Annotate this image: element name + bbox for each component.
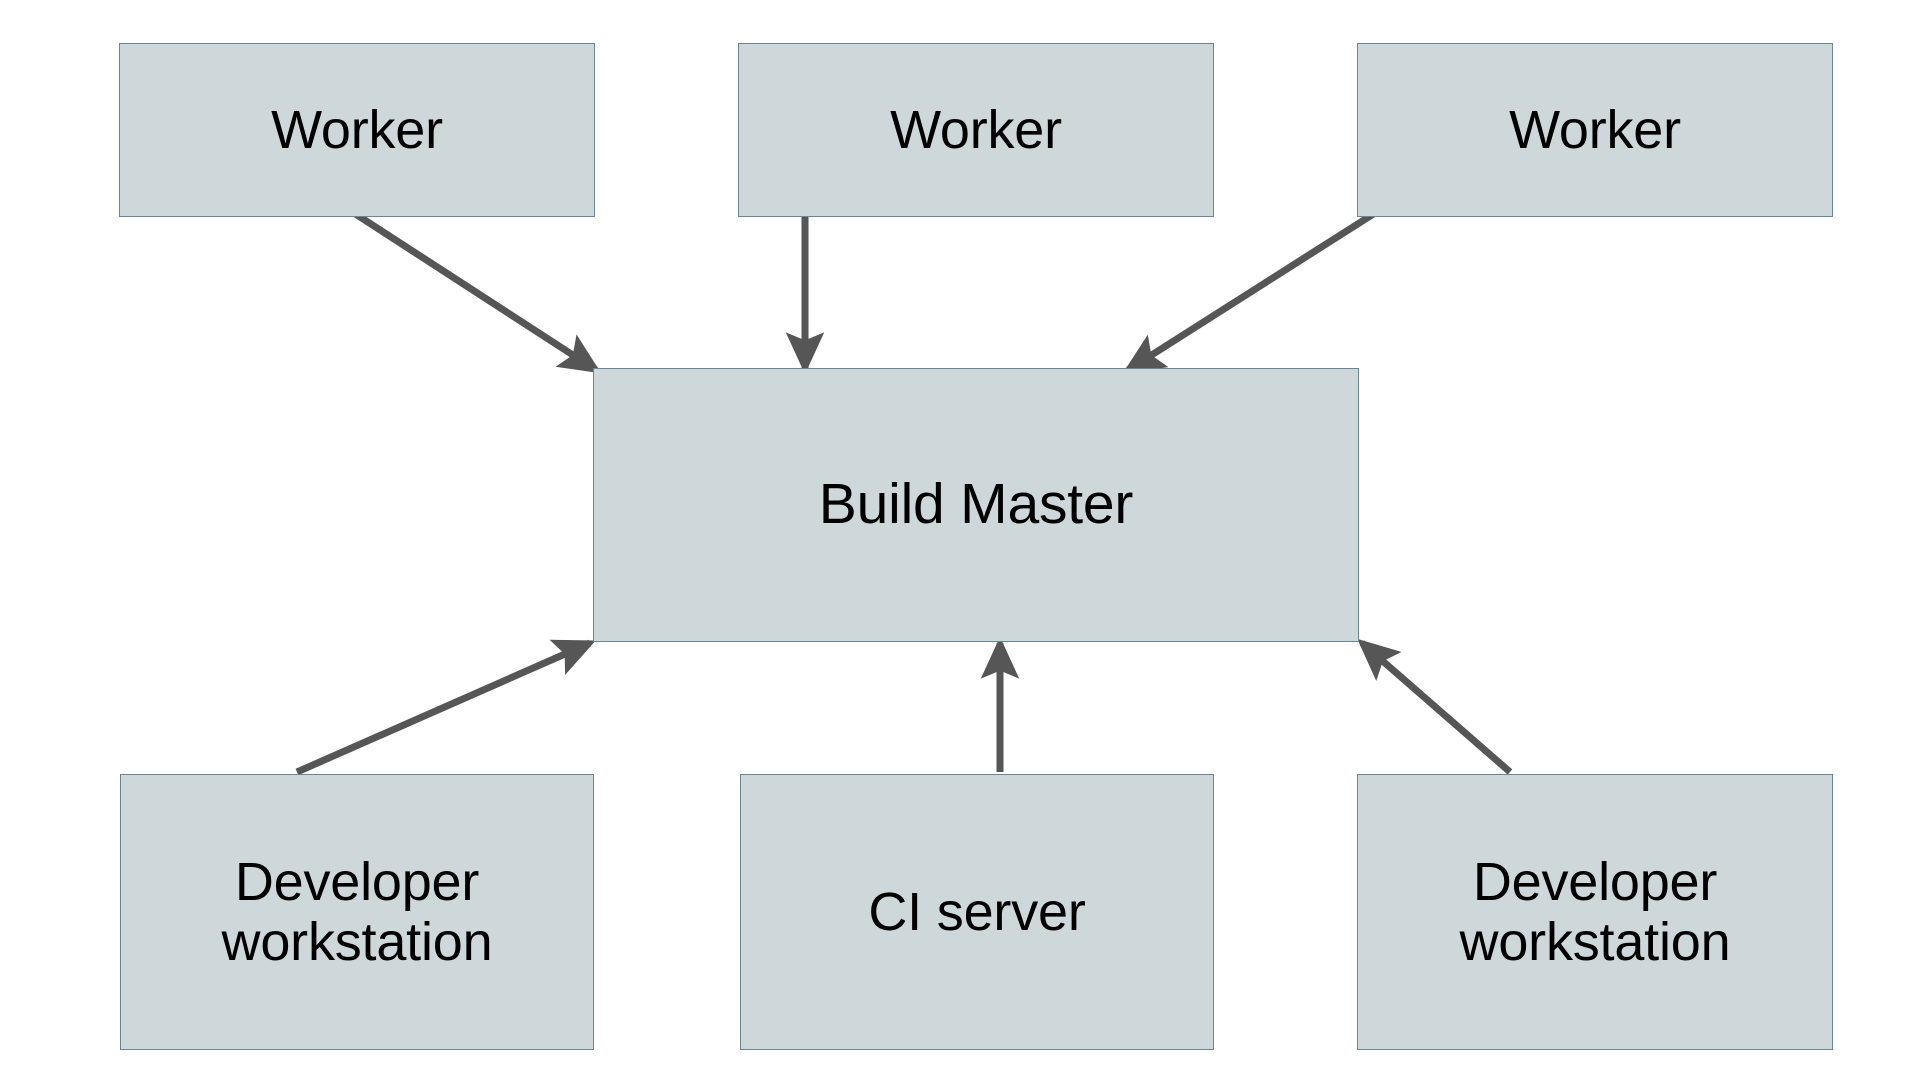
node-label: CI server: [868, 881, 1086, 942]
edge-dev-right-to-master: [1357, 638, 1513, 775]
node-worker-top-left[interactable]: Worker: [119, 43, 595, 217]
node-developer-workstation-right[interactable]: Developer workstation: [1357, 774, 1833, 1050]
node-label: Worker: [1509, 99, 1681, 160]
node-ci-server[interactable]: CI server: [740, 774, 1214, 1050]
node-label: Build Master: [818, 472, 1134, 537]
node-worker-top-right[interactable]: Worker: [1357, 43, 1833, 217]
node-label: Worker: [271, 99, 443, 160]
node-developer-workstation-left[interactable]: Developer workstation: [120, 774, 594, 1050]
node-label: Worker: [890, 99, 1062, 160]
node-build-master[interactable]: Build Master: [593, 368, 1359, 642]
node-label: Developer workstation: [1459, 851, 1731, 972]
node-worker-top-center[interactable]: Worker: [738, 43, 1214, 217]
node-label: Developer workstation: [221, 851, 493, 972]
edge-dev-left-to-master: [295, 639, 596, 776]
